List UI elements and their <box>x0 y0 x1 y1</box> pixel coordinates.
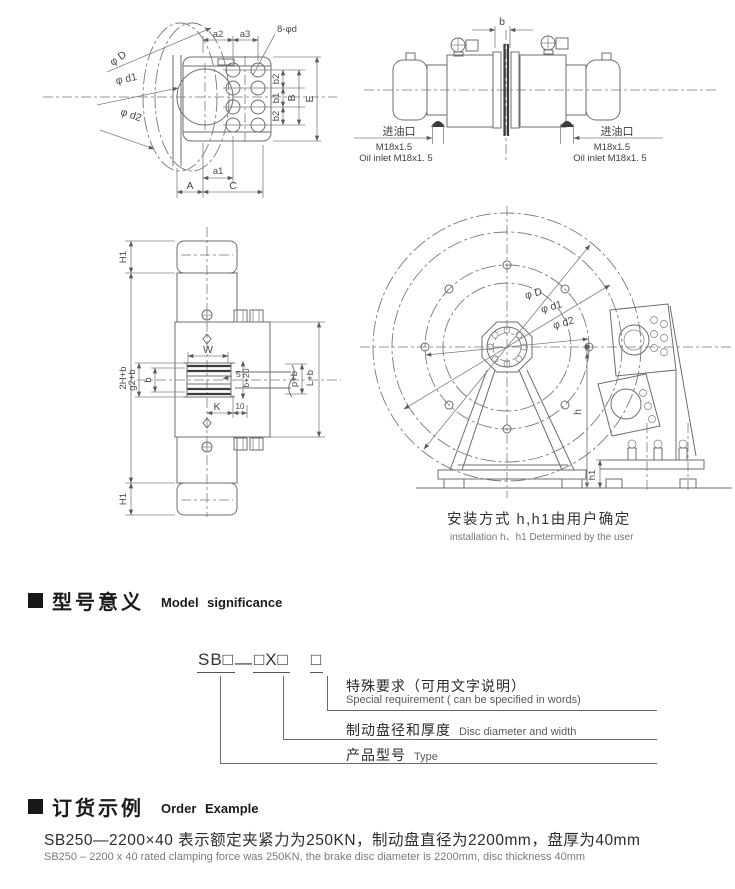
centerlines <box>137 227 341 517</box>
dim-E-label: E <box>304 95 316 102</box>
callout-special-cn: 特殊要求（可用文字说明） <box>346 678 526 694</box>
dim-b-label: b <box>499 16 505 28</box>
dim-phid2-label: φ d2 <box>119 106 143 124</box>
oil-fittings <box>354 121 663 144</box>
oil-inlet-left-cn: 进油口 <box>383 124 416 138</box>
dim-Lb-label: L+b <box>305 370 316 386</box>
dim-b1-label: b1 <box>271 93 282 104</box>
callout-disc-cn: 制动盘径和厚度 <box>346 722 451 738</box>
order-example-heading-cn: 订货示例 <box>52 798 144 820</box>
dimensions <box>96 27 321 198</box>
rule-special <box>327 710 657 711</box>
installation-caption-en: installation h、h1 Determined by the user <box>450 532 634 543</box>
section-marker-square <box>28 799 43 814</box>
centerlines <box>43 56 337 142</box>
dim-b-label: b <box>143 377 154 382</box>
rule-disc <box>283 739 657 740</box>
dim-b2-bot-label: b2 <box>271 111 282 122</box>
model-code-part1: SB□ <box>197 650 235 673</box>
b-dimension <box>472 26 533 48</box>
model-code-part2: □X□ <box>252 650 290 673</box>
section-marker-square <box>28 593 43 608</box>
order-example-heading: 订货示例 Order Example <box>28 792 259 821</box>
dim-C-label: C <box>229 180 237 192</box>
model-significance-heading-cn: 型号意义 <box>52 592 144 614</box>
centerlines <box>364 30 717 162</box>
model-code-part3: □ <box>309 650 324 673</box>
disc-view-drawing: φ D φ d1 φ d2 h h1 <box>360 206 732 498</box>
connector-special <box>327 676 328 710</box>
dim-2Hb-label: 2H+b <box>118 367 129 390</box>
connector-type <box>220 676 221 763</box>
callout-disc: 制动盘径和厚度 Disc diameter and width <box>346 720 576 740</box>
bolt-holes <box>223 62 268 133</box>
dim-a1-label: a1 <box>213 166 224 177</box>
dim-pb-label: p+b <box>289 371 300 387</box>
model-code-dash: — <box>234 653 253 672</box>
oil-inlet-left-thread: M18x1.5 <box>376 142 412 153</box>
oil-inlet-right-thread: M18x1.5 <box>594 142 630 153</box>
dim-a3-label: a3 <box>240 29 251 40</box>
dim-A-label: A <box>186 180 193 192</box>
caliper-body <box>172 55 272 166</box>
dim-h-label: h <box>572 409 584 415</box>
side-view-drawing: b 进油口 M18x1.5 Oil inlet M18x1. 5 进油口 M18… <box>354 16 717 164</box>
model-significance-heading-en: Model significance <box>161 595 283 610</box>
dim-a2-label: a2 <box>213 29 224 40</box>
cylinders <box>392 54 621 128</box>
dim-h1-label: h1 <box>587 470 598 481</box>
dim-b2-top-label: b2 <box>271 74 282 85</box>
dim-5-label: 5 <box>236 369 241 379</box>
dim-phid1-label: φ d1 <box>115 71 139 87</box>
brake-disc-stack <box>492 44 520 136</box>
model-significance-heading: 型号意义 Model significance <box>28 586 282 615</box>
dim-phiD-label: φ D <box>108 48 129 68</box>
section-view-drawing: H1 2H+b H1 g2+b b W 5 b+20 K 10 p+b L+b <box>118 227 341 517</box>
dim-H1-top-label: H1 <box>118 251 129 263</box>
dim-phiD-label: φ D <box>524 285 544 301</box>
dim-holes-label: 8-φd <box>277 24 297 35</box>
callout-type: 产品型号 Type <box>346 745 438 765</box>
dim-b20-label: b+20 <box>241 368 251 387</box>
dim-B-label: B <box>286 94 298 101</box>
callout-type-cn: 产品型号 <box>346 747 406 763</box>
dim-g2b-label: g2+b <box>127 369 138 390</box>
rule-type <box>220 763 657 764</box>
connector-disc <box>283 676 284 739</box>
caliper-bracket <box>597 303 705 490</box>
dim-10-label: 10 <box>236 402 245 411</box>
callout-type-en: Type <box>414 751 438 763</box>
model-code: SB□—□X□ □ <box>197 650 324 673</box>
order-example-heading-en: Order Example <box>161 801 259 816</box>
front-view-drawing: a2 a3 8-φd φ D φ d1 φ d2 b2 b1 b2 B E a1… <box>43 22 337 198</box>
order-example-line2: SB250 – 2200 x 40 rated clamping force w… <box>44 851 586 863</box>
installation-caption-cn: 安装方式 h,h1由用户确定 <box>447 512 631 528</box>
oil-inlet-right-cn: 进油口 <box>601 124 634 138</box>
h-dimensions <box>584 344 604 489</box>
disc-section <box>183 362 295 398</box>
housing <box>174 240 271 516</box>
oil-inlet-left-en: Oil inlet M18x1. 5 <box>359 153 432 164</box>
dim-W-label: W <box>203 344 213 356</box>
top-fittings <box>405 35 612 61</box>
order-example-line1: SB250—2200×40 表示额定夹紧力为250KN，制动盘直径为2200mm… <box>44 832 641 849</box>
dim-K-label: K <box>213 401 220 413</box>
radial-dimensions <box>403 244 611 450</box>
stand <box>416 369 732 489</box>
dim-H1-bot-label: H1 <box>118 493 129 505</box>
dim-phid1-label: φ d1 <box>540 298 564 315</box>
callout-disc-en: Disc diameter and width <box>459 726 577 738</box>
dim-phid2-label: φ d2 <box>552 314 576 331</box>
callout-special-en: Special requirement ( can be specified i… <box>346 694 581 706</box>
oil-inlet-right-en: Oil inlet M18x1. 5 <box>573 153 646 164</box>
dimensions <box>125 240 325 516</box>
